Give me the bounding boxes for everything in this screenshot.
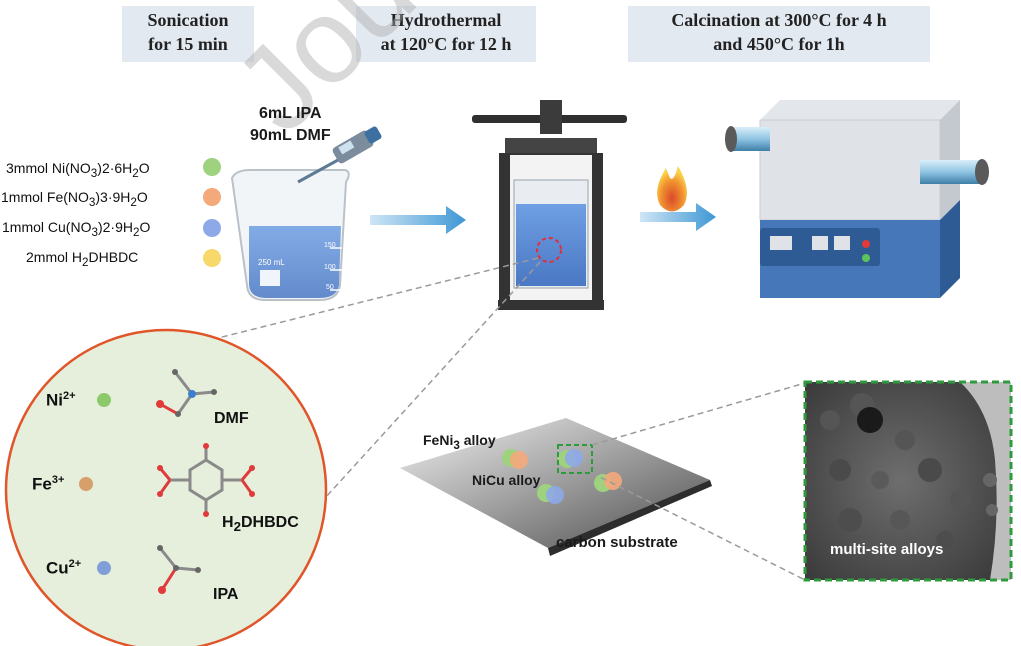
ion-ni-symbol: Ni: [46, 390, 63, 410]
reagent-fe-amount: 1mmol: [1, 189, 44, 205]
step-calcination-line2: and 450°C for 1h: [713, 34, 845, 54]
nicu-alloy-label: NiCu alloy: [472, 472, 541, 488]
arrow-to-autoclave: [370, 206, 466, 234]
ipa-molecule: [157, 545, 201, 594]
step-sonication-line1: Sonication: [147, 10, 229, 30]
beaker-mark-50: 50: [326, 284, 334, 291]
reagent-h2dhbdc-dot: [203, 249, 221, 267]
h2dhbdc-molecule: [157, 443, 255, 517]
beaker-volume-label: 250 mL: [258, 258, 285, 267]
beaker: [230, 169, 350, 301]
step-hydrothermal-line1: Hydrothermal: [390, 10, 502, 30]
reagent-h2dhbdc-amount: 2mmol: [26, 249, 69, 265]
flame-icon: [657, 166, 687, 212]
dmf-molecule: [156, 369, 217, 417]
step-calcination: Calcination at 300°C for 4 h and 450°C f…: [628, 6, 930, 62]
ion-ni-charge: 2+: [63, 390, 76, 402]
step-hydrothermal-line2: at 120°C for 12 h: [380, 34, 512, 54]
reagent-ni-dot: [203, 158, 221, 176]
pipette: [297, 126, 382, 184]
reagent-h2dhbdc: 2mmol H2DHBDC: [26, 249, 139, 269]
arrow-to-furnace: [640, 203, 716, 231]
step-sonication: Sonication for 15 min: [122, 6, 254, 62]
carbon-substrate-label: carbon substrate: [556, 534, 678, 551]
step-sonication-line2: for 15 min: [148, 34, 228, 54]
ion-cu: Cu2+: [46, 558, 81, 579]
tem-image: [803, 380, 1013, 582]
ion-cu-charge: 2+: [68, 558, 82, 570]
step-calcination-line1: Calcination at 300°C for 4 h: [671, 10, 887, 30]
ipa-label: IPA: [213, 586, 239, 603]
ion-cu-symbol: Cu: [46, 558, 69, 578]
cu-ion-sphere: [97, 561, 111, 575]
reagent-cu-dot: [203, 219, 221, 237]
fe-ion-sphere: [79, 477, 93, 491]
h2dhbdc-label: H2DHBDC: [222, 514, 299, 535]
reagent-cu-amount: 1mmol: [2, 219, 45, 235]
dmf-label: DMF: [214, 410, 249, 427]
ion-fe-charge: 3+: [51, 474, 65, 486]
autoclave: [472, 100, 627, 310]
reagent-fe-dot: [203, 188, 221, 206]
reagent-cu: 1mmol Cu(NO3)2·9H2O: [2, 219, 151, 239]
alloy-particles: [502, 449, 622, 504]
reagent-fe: 1mmol Fe(NO3)3·9H2O: [1, 189, 148, 209]
ni-ion-sphere: [97, 393, 111, 407]
carbon-substrate-plate: [400, 418, 710, 548]
step-hydrothermal: Hydrothermal at 120°C for 12 h: [356, 6, 536, 62]
tube-furnace: [725, 100, 989, 298]
reagent-ni-amount: 3mmol: [6, 160, 49, 176]
ipa-volume-label: 6mL IPA: [259, 105, 322, 122]
beaker-mark-150: 150: [324, 242, 336, 249]
tem-caption: multi-site alloys: [830, 541, 944, 558]
ion-fe: Fe3+: [32, 474, 64, 495]
feni3-alloy-label: FeNi3 alloy: [423, 432, 496, 452]
ion-ni: Ni2+: [46, 390, 76, 411]
beaker-mark-100: 100: [324, 264, 336, 271]
ion-fe-symbol: Fe: [32, 474, 52, 494]
zoom-box-small: [557, 444, 593, 474]
reagent-ni: 3mmol Ni(NO3)2·6H2O: [6, 160, 150, 180]
dmf-volume-label: 90mL DMF: [250, 127, 331, 144]
